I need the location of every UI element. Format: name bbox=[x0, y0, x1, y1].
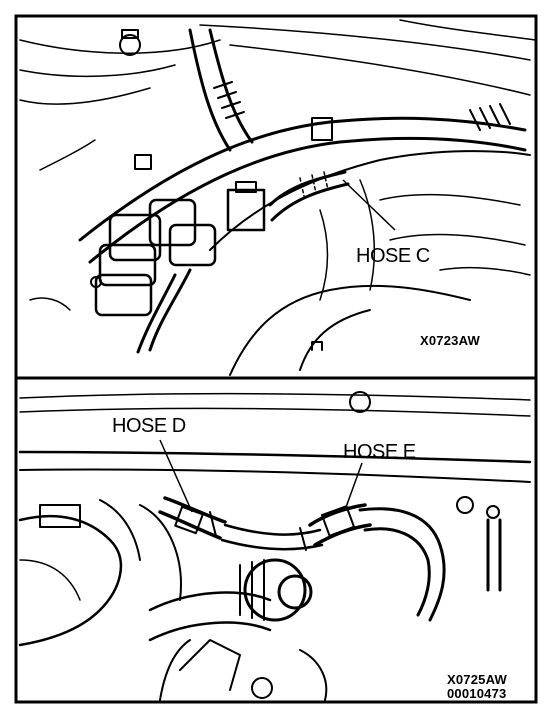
figure-border bbox=[14, 14, 538, 704]
bottom-panel-illustration bbox=[18, 391, 532, 701]
document-code: 00010473 bbox=[447, 686, 506, 701]
hose-d-leader-line bbox=[159, 439, 193, 513]
hose-c-label: HOSE C bbox=[356, 245, 430, 267]
top-panel-code: X0723AW bbox=[420, 333, 480, 348]
hose-e-label: HOSE E bbox=[343, 441, 416, 463]
hose-d-label: HOSE D bbox=[112, 415, 186, 437]
bottom-panel-code: X0725AW bbox=[447, 672, 507, 687]
top-panel-illustration bbox=[19, 19, 536, 376]
hose-c-leader-line bbox=[342, 179, 396, 231]
hose-e-leader-line bbox=[344, 462, 363, 511]
